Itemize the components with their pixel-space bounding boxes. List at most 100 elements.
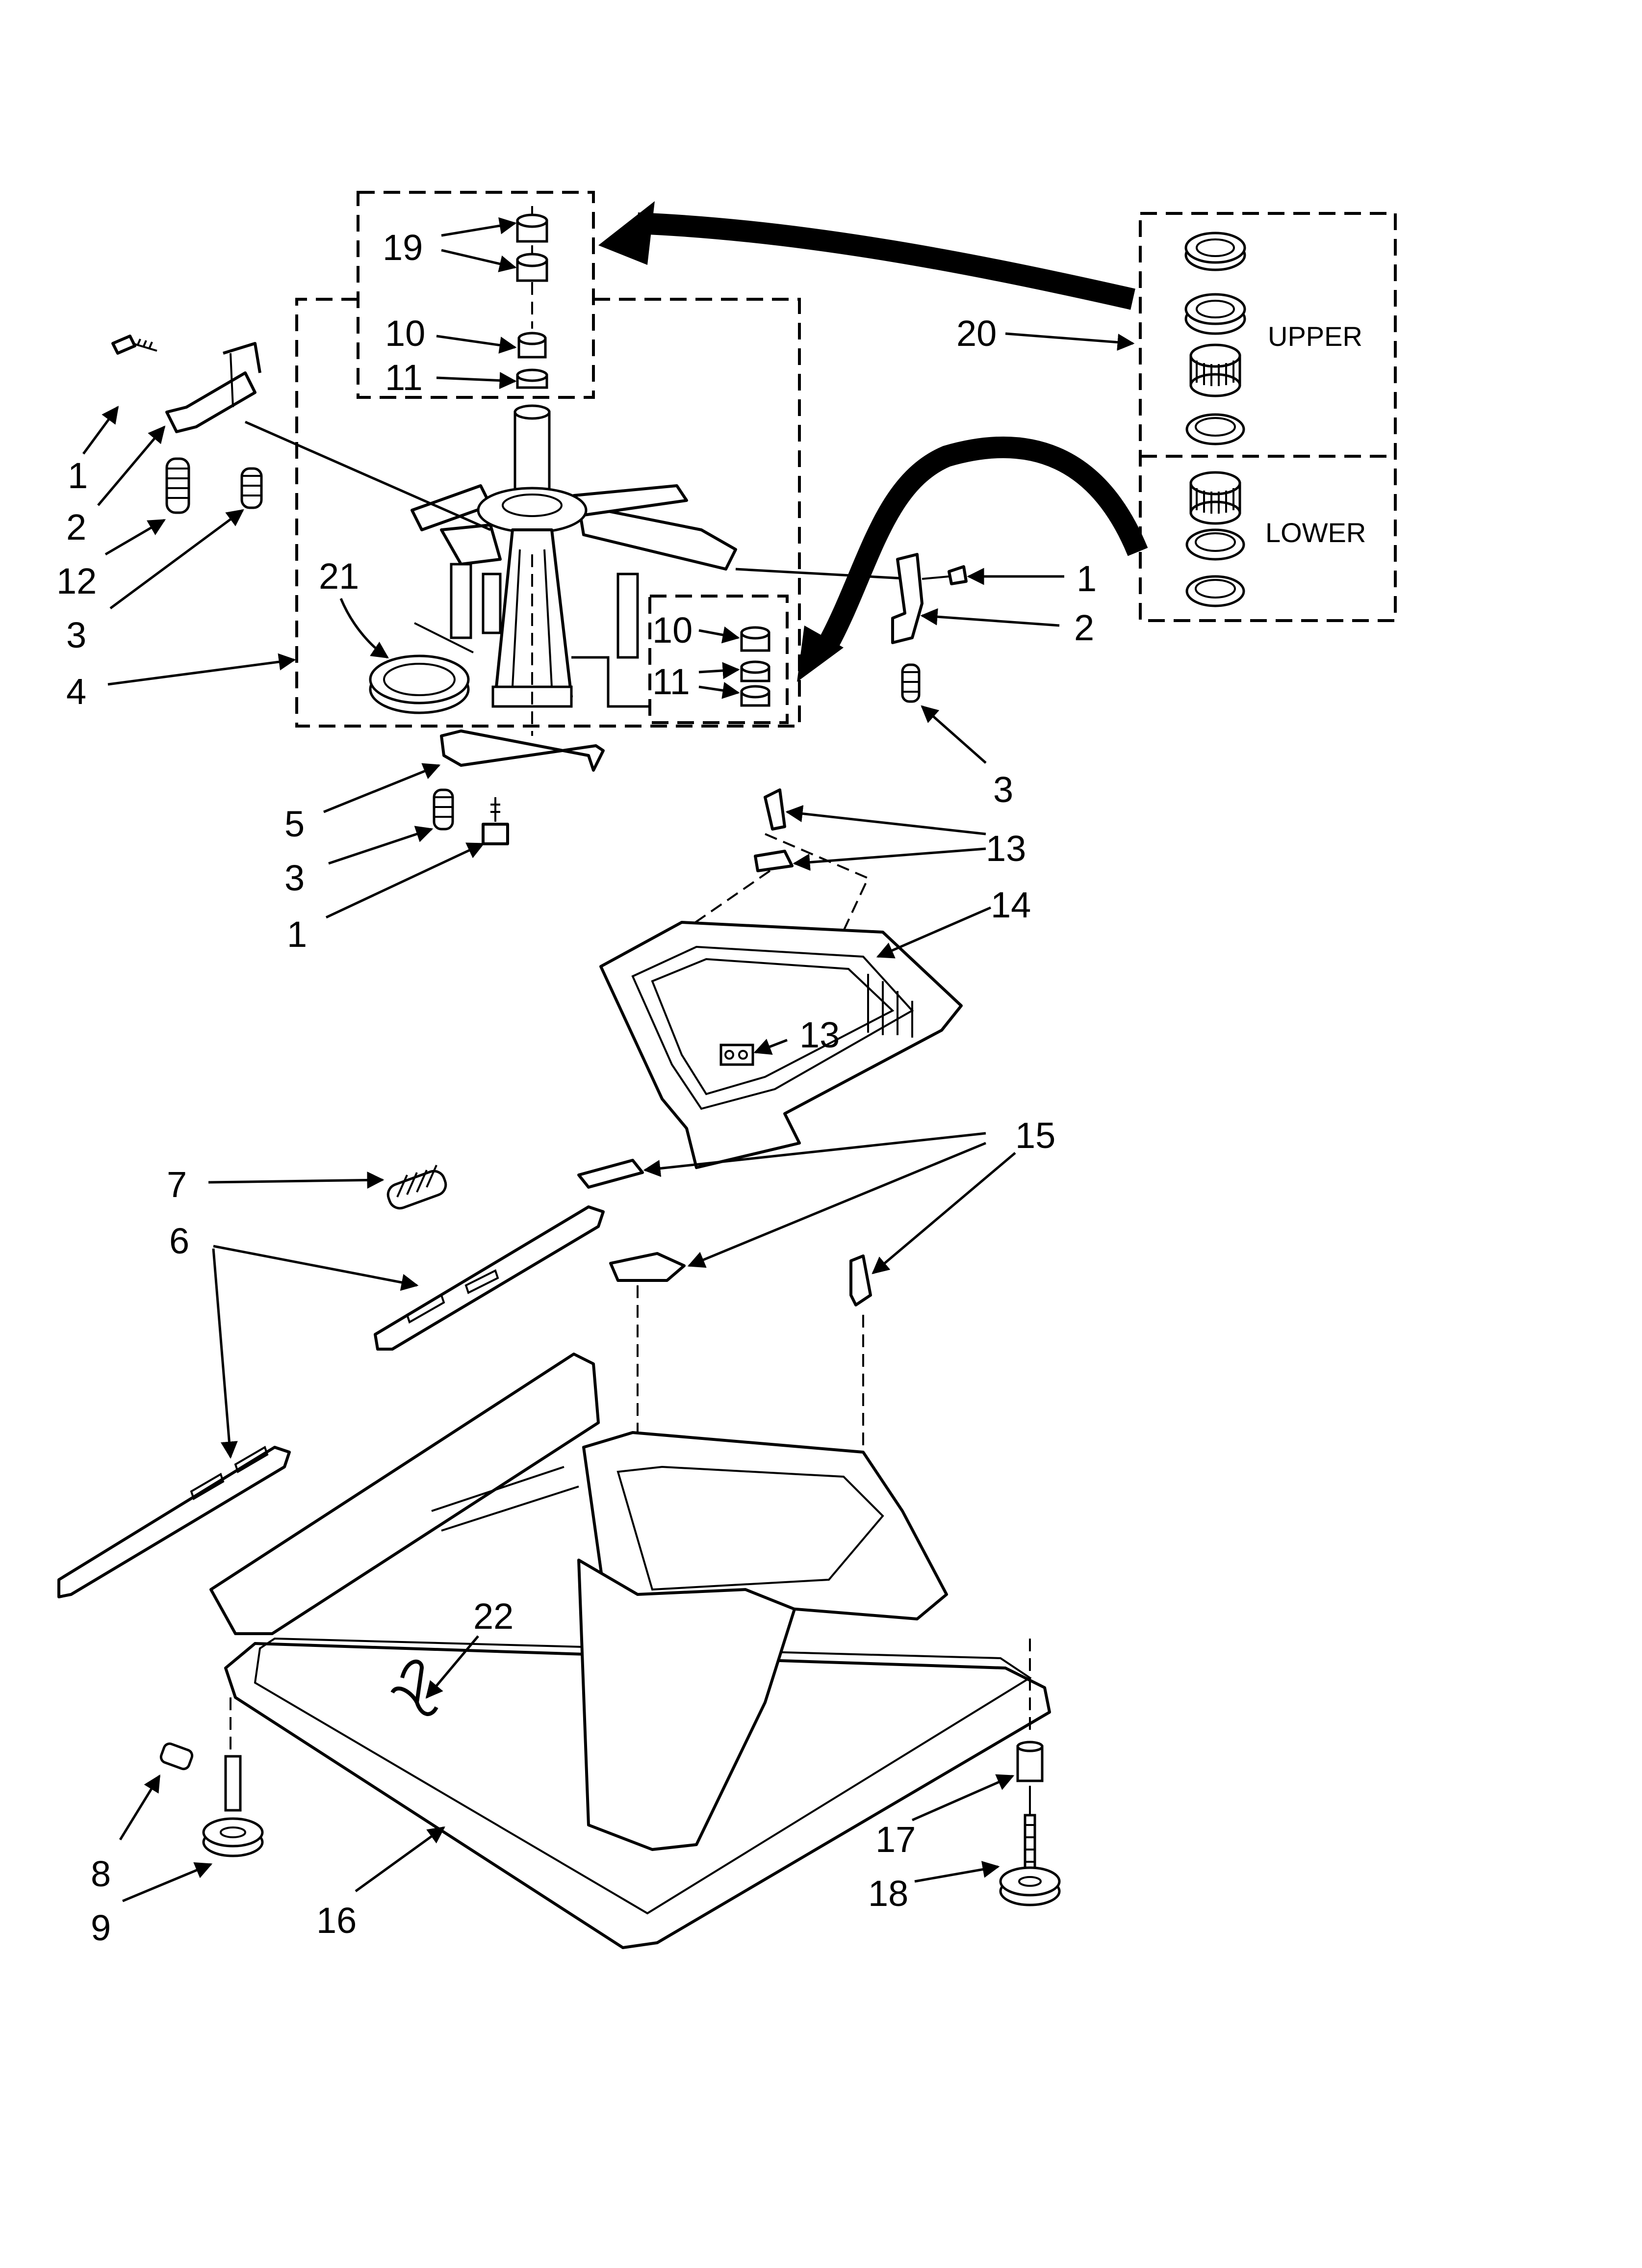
snubber-19a (516, 206, 548, 243)
damper-13b (754, 850, 794, 872)
drive-bracket-box (295, 298, 801, 728)
callout-14: 14 (991, 885, 1031, 925)
damper-15b (609, 1252, 686, 1282)
right-bracket-group (891, 553, 968, 703)
damper-15a (577, 1159, 644, 1189)
callout-1: 1 (68, 455, 88, 496)
snubber-top-box (357, 191, 595, 399)
callout-2b: 2 (1074, 607, 1094, 648)
callout-3: 3 (66, 615, 86, 655)
frame-front-legs (577, 1559, 796, 1851)
callout-17: 17 (875, 1819, 916, 1860)
screw-1c (482, 797, 509, 845)
pad-8 (159, 1742, 194, 1771)
snubber-19b (516, 245, 548, 282)
leg-3 (482, 573, 502, 634)
upper-label: UPPER (1268, 321, 1362, 352)
frame-back-rail (209, 1353, 600, 1635)
upper-seal-1 (1184, 232, 1246, 271)
callout-20: 20 (956, 313, 997, 354)
upper-bearing (1189, 343, 1241, 397)
bracket-2b (891, 553, 924, 644)
lower-kit-arrowhead (797, 626, 844, 682)
callout-11: 11 (385, 357, 423, 398)
snubber-10a (517, 332, 547, 359)
snubber-11a (516, 368, 548, 389)
callout-4: 4 (66, 671, 86, 712)
screw-1a (111, 335, 157, 355)
callout-3c: 3 (284, 858, 305, 898)
bearing-kit-parts: UPPER LOWER (1184, 232, 1366, 607)
bracket-5 (440, 730, 605, 772)
lower-bearing (1189, 471, 1241, 525)
damper-13a (764, 788, 786, 831)
upper-race (1185, 413, 1245, 445)
bracket-2a (165, 342, 261, 433)
spring-7 (386, 1165, 447, 1210)
callout-6: 6 (169, 1221, 189, 1261)
screw-1b (922, 565, 968, 585)
callout-1b: 1 (1077, 558, 1097, 599)
leveling-legs (159, 1639, 1061, 1906)
callout-22: 22 (473, 1596, 513, 1637)
snubber-stack-top (516, 206, 548, 389)
callout-12: 12 (56, 561, 97, 601)
callout-3b: 3 (993, 769, 1013, 810)
leg-2 (616, 573, 639, 659)
platform-group (599, 788, 963, 1169)
upper-kit-arrowhead (598, 201, 655, 265)
lower-label: LOWER (1265, 517, 1366, 548)
callout-2: 2 (66, 507, 86, 547)
callout-21: 21 (319, 556, 359, 597)
front-bracket-group (433, 730, 605, 845)
lower-kit-arrow (819, 436, 1148, 648)
seal-21 (369, 622, 474, 714)
callout-9: 9 (91, 1907, 111, 1948)
drive-bracket-assembly (244, 404, 913, 736)
leader-lines (82, 217, 1135, 1903)
dashed-group-boxes (295, 191, 1397, 728)
spring-3b (901, 663, 921, 703)
callout-11b: 11 (652, 661, 690, 702)
lower-race-1 (1185, 528, 1245, 561)
bracket-arm-back (572, 484, 688, 517)
callout-10: 10 (385, 313, 425, 354)
callout-13b: 13 (799, 1015, 840, 1055)
bracket-arm-front (440, 523, 502, 566)
callout-1c: 1 (287, 914, 307, 955)
upper-seal-2 (1184, 293, 1246, 335)
bracket-arm-right (577, 504, 737, 571)
rail-6a (374, 1205, 605, 1351)
foot-18 (999, 1786, 1061, 1906)
big-arrows (598, 201, 1148, 682)
snubber-inner-parts (740, 626, 770, 707)
snubber-11b (740, 660, 770, 682)
callout-18: 18 (868, 1873, 908, 1914)
damper-15c (849, 1254, 872, 1306)
platform-14 (599, 921, 963, 1169)
callout-5: 5 (284, 804, 305, 844)
clip-22 (390, 1659, 438, 1716)
damper-13c (719, 1043, 754, 1066)
center-post (494, 528, 573, 698)
bushing-17 (1016, 1639, 1044, 1782)
callout-labels: 1 2 12 3 4 21 19 10 11 20 10 11 1 2 3 5 … (56, 227, 1097, 1948)
left-bracket-group (111, 335, 263, 514)
spring-3c (433, 788, 454, 831)
leg-1 (450, 563, 472, 639)
snubber-11c (740, 685, 770, 707)
callout-7: 7 (167, 1164, 187, 1205)
snubber-inner-box (648, 595, 789, 724)
foot-9 (202, 1697, 264, 1857)
upper-kit-arrow (637, 212, 1135, 310)
callout-10b: 10 (652, 610, 693, 651)
callout-8: 8 (91, 1853, 111, 1894)
rail-6b (57, 1446, 291, 1598)
callout-15: 15 (1015, 1115, 1055, 1156)
callout-19: 19 (383, 227, 423, 268)
spring-12 (165, 457, 190, 514)
bearing-kit-box (1139, 212, 1397, 622)
base-frame (209, 1353, 1051, 1949)
callout-13: 13 (986, 828, 1026, 869)
